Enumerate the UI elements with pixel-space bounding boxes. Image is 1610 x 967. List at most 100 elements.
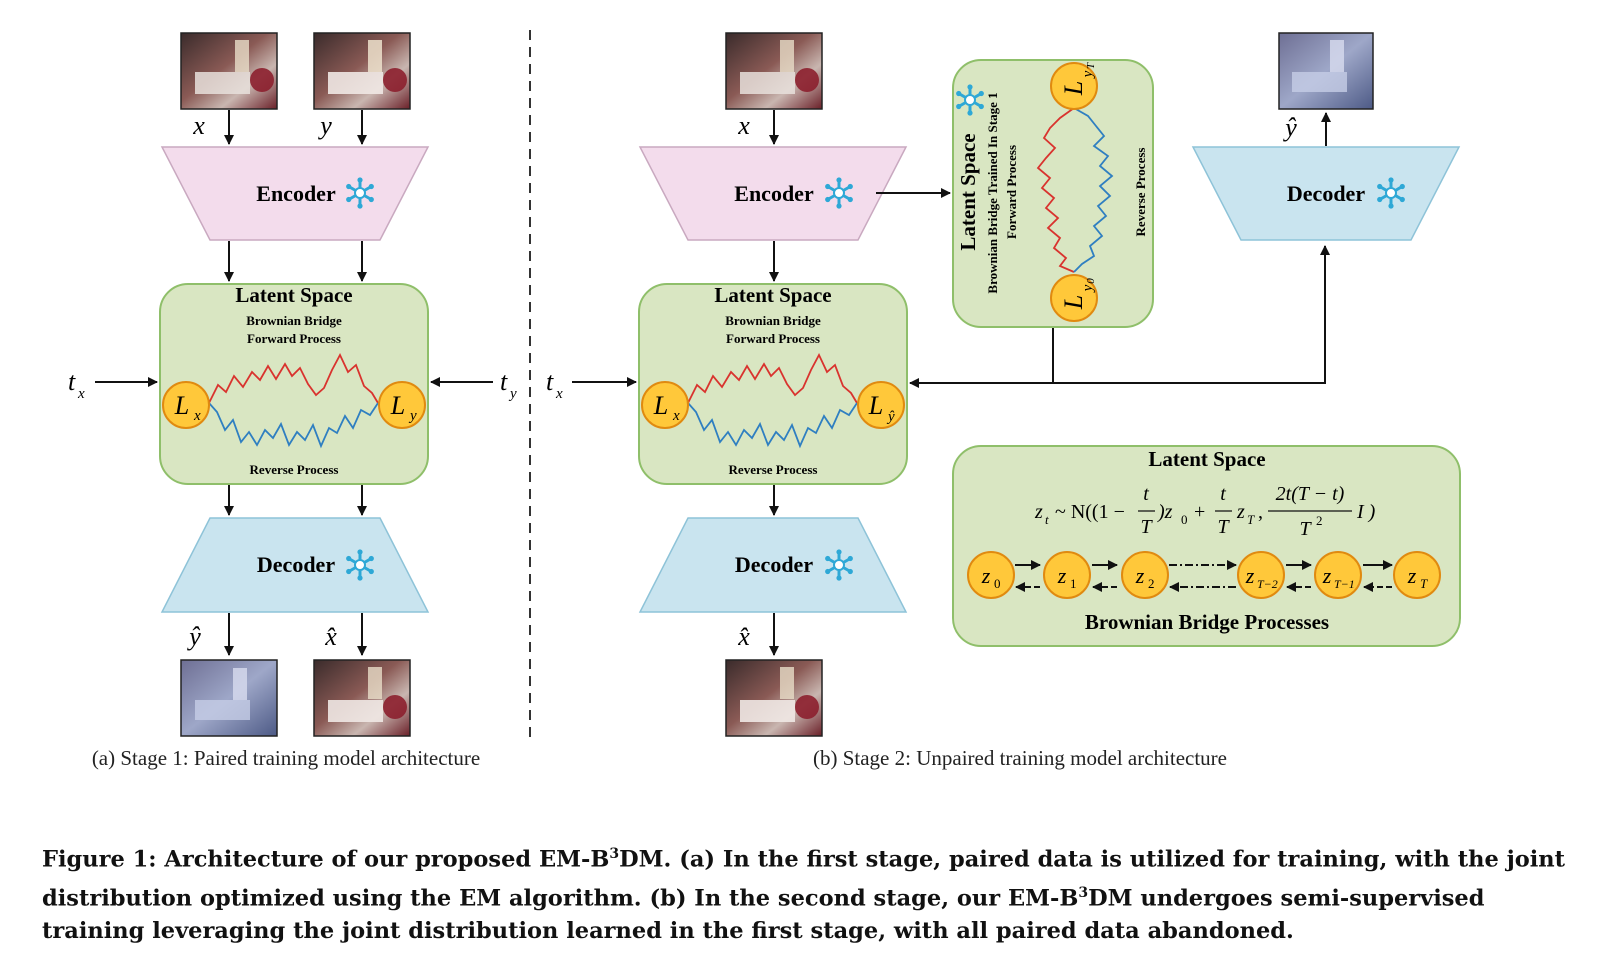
bb-label-a: Brownian Bridge [246, 313, 342, 328]
caption-mid1: DM. (a) In the first stage, paired data … [42, 846, 1566, 912]
z-node-T-1 [1314, 551, 1362, 599]
decoder-right: Decoder [1191, 146, 1461, 241]
input-image-x-a [180, 32, 278, 110]
z-node-1-sub: 1 [1070, 576, 1077, 591]
output-image-xhat-a [313, 659, 411, 737]
decoder-label-right: Decoder [1287, 181, 1365, 206]
label-x-a: x [192, 111, 205, 140]
latent-title-b: Latent Space [714, 283, 831, 307]
forward-label-b: Forward Process [726, 331, 820, 346]
vert-forward: Forward Process [1004, 145, 1019, 239]
t-y-a-sub: y [508, 386, 517, 402]
f-tsub: t [1045, 512, 1049, 527]
vert-reverse: Reverse Process [1133, 148, 1148, 237]
node-lyT-sub: y [1080, 70, 1096, 79]
node-lyT-L: L [1059, 81, 1088, 96]
architecture-diagram: x y Encoder Latent Space Brownian Bridge… [68, 30, 1461, 770]
z-node-1 [1043, 551, 1091, 599]
label-yhat-right: ŷ [1282, 113, 1297, 142]
vert-latent-title: Latent Space [956, 133, 980, 250]
reverse-label-a: Reverse Process [250, 462, 339, 477]
encoder-label-a: Encoder [256, 181, 336, 206]
f-tail: I ) [1356, 501, 1376, 523]
z-node-T-1-sub: T−1 [1334, 577, 1355, 591]
f-den-exp: 2 [1316, 513, 1323, 528]
f-comma: , [1258, 501, 1263, 523]
z-node-0-base: z [981, 563, 991, 588]
f-sub0: 0 [1181, 512, 1188, 527]
decoder-a: Decoder [160, 517, 430, 613]
forward-label-a: Forward Process [247, 331, 341, 346]
node-lx-a-sub: x [193, 408, 201, 424]
node-lyhat-b-sub: ŷ [886, 409, 895, 425]
t-x-b: t [546, 367, 554, 396]
z-node-T-base: z [1407, 563, 1417, 588]
z-chain: z 0 z 1 z 2 z T−2 z T−1 z T [967, 551, 1441, 599]
decoder-label-a: Decoder [257, 552, 335, 577]
forward-path-a [208, 352, 379, 404]
node-lx-b-sub: x [672, 408, 680, 424]
z-node-T-2-sub: T−2 [1257, 577, 1278, 591]
node-ly0-L: L [1059, 295, 1088, 310]
z-node-2-base: z [1135, 563, 1145, 588]
node-ly-a [378, 381, 426, 429]
formula-box-title: Latent Space [1148, 447, 1265, 471]
f-mid1: )z [1157, 501, 1173, 523]
node-ly0-sub: y [1080, 284, 1096, 293]
node-lx-a [162, 381, 210, 429]
z-node-0 [967, 551, 1015, 599]
latent-title-a: Latent Space [235, 283, 352, 307]
f-zT: z [1236, 501, 1245, 523]
node-lyhat-b-L: L [868, 391, 883, 420]
f-simN: ~ N((1 − [1055, 501, 1125, 523]
reverse-label-b: Reverse Process [729, 462, 818, 477]
z-node-T-2-base: z [1245, 563, 1255, 588]
input-image-x-b [725, 32, 823, 110]
forward-path-vert [1036, 107, 1075, 273]
latent-space-a: Latent Space Brownian Bridge Forward Pro… [159, 283, 429, 485]
latent-space-formula-box: Latent Space z t ~ N((1 − t T )z 0 + t T… [952, 445, 1461, 647]
z-node-T [1393, 551, 1441, 599]
decoder-label-b: Decoder [735, 552, 813, 577]
f-frac3-num: 2t(T − t) [1276, 483, 1345, 505]
z-node-T-1-base: z [1322, 563, 1332, 588]
z-node-1-base: z [1057, 563, 1067, 588]
label-x-b: x [737, 111, 750, 140]
reverse-path-b [687, 402, 858, 449]
reverse-path-vert [1073, 107, 1114, 273]
latent-space-b: Latent Space Brownian Bridge Forward Pro… [638, 283, 908, 485]
output-image-yhat-a [180, 659, 278, 737]
node-lx-b-L: L [653, 391, 668, 420]
f-frac1-den: T [1140, 516, 1153, 538]
reverse-path-a [208, 402, 379, 449]
label-y-a: y [317, 111, 332, 140]
node-lyhat-b [857, 381, 905, 429]
f-plus: + [1194, 501, 1205, 523]
z-node-T-sub: T [1420, 576, 1428, 591]
subcaption-b: (b) Stage 2: Unpaired training model arc… [813, 746, 1227, 770]
node-lyT-subsub: T [1085, 62, 1097, 69]
forward-path-b [687, 352, 858, 404]
t-x-a: t [68, 367, 76, 396]
z-node-2-sub: 2 [1148, 576, 1155, 591]
node-lx-b [641, 381, 689, 429]
z-node-0-sub: 0 [994, 576, 1001, 591]
node-lx-a-L: L [174, 391, 189, 420]
caption-sup1: 3 [609, 846, 620, 862]
f-z: z [1034, 501, 1043, 523]
z-node-T-2 [1237, 551, 1285, 599]
subcaption-a: (a) Stage 1: Paired training model archi… [92, 746, 480, 770]
input-image-y-a [313, 32, 411, 110]
node-ly-a-sub: y [408, 408, 417, 424]
encoder-b: Encoder [638, 146, 908, 241]
label-xhat-b: x̂ [737, 622, 750, 651]
latent-space-trained-stage1: Latent Space Brownian Bridge Trained In … [952, 59, 1154, 328]
z-node-2 [1121, 551, 1169, 599]
bb-label-b: Brownian Bridge [725, 313, 821, 328]
node-ly0-subsub: 0 [1085, 278, 1097, 284]
f-frac2-num: t [1220, 483, 1226, 505]
decoder-b: Decoder [638, 517, 908, 613]
f-subT: T [1247, 512, 1255, 527]
f-frac3-den: T [1299, 518, 1312, 540]
t-x-a-sub: x [77, 386, 85, 402]
